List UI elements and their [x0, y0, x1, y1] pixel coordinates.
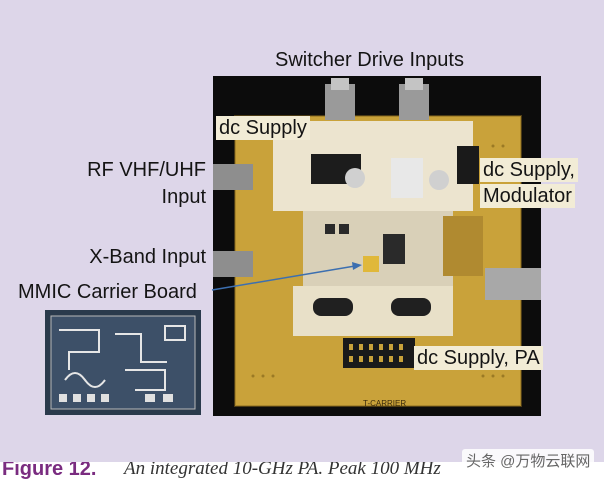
mmic-pointer-arrow: [211, 262, 362, 291]
dc-supply-modulator-label-line2: Modulator: [480, 184, 575, 208]
figure-number: Figure 12.: [2, 462, 97, 480]
mmic-inset-photo: [45, 310, 201, 415]
dc-supply-label: dc Supply: [216, 116, 310, 140]
board-marking: T-CARRIER: [363, 399, 406, 408]
switcher-drive-inputs-label: Switcher Drive Inputs: [275, 49, 464, 71]
rf-input-label-line2: Input: [161, 186, 206, 208]
dc-supply-pa-label: dc Supply, PA: [414, 346, 543, 370]
rf-input-label-line1: RF VHF/UHF: [87, 159, 206, 181]
dc-supply-modulator-label-line1: dc Supply,: [480, 158, 578, 182]
xband-input-label: X-Band Input: [89, 246, 206, 268]
watermark-text: 头条 @万物云联网: [462, 449, 595, 472]
mmic-carrier-board-label: MMIC Carrier Board: [18, 281, 197, 303]
caption-text: An integrated 10-GHz PA. Peak 100 MHz: [124, 462, 441, 479]
figure-caption: Figure 12. An integrated 10-GHz PA. Peak…: [0, 462, 604, 482]
